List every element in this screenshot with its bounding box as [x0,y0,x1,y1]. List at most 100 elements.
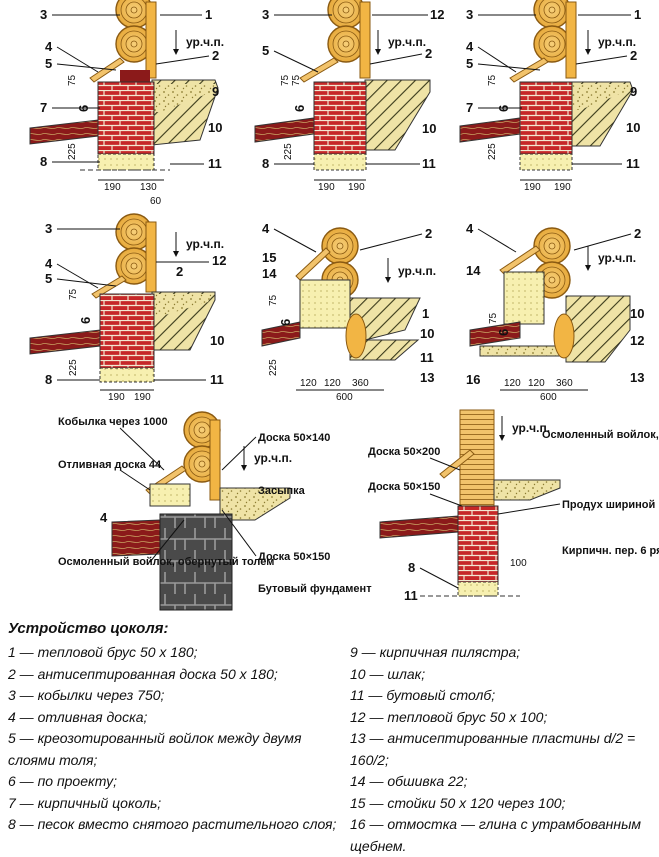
svg-text:16: 16 [466,372,480,387]
svg-text:100: 100 [510,558,527,569]
legend-item: 8 — песок вместо снятого растительного с… [8,816,337,832]
svg-text:3: 3 [40,7,47,22]
legend-item: 6 — по проекту; [8,773,118,789]
legend-item: 15 — стойки 50 х 120 через 100; [350,794,566,811]
svg-text:Доска 50×150: Доска 50×150 [368,481,440,493]
detail-f [469,227,631,363]
svg-text:15: 15 [262,250,276,265]
svg-text:600: 600 [540,392,557,403]
svg-text:75: 75 [68,288,79,300]
svg-text:2: 2 [176,264,183,279]
svg-text:ур.ч.п.: ур.ч.п. [388,35,426,49]
legend-column-left: 1 — тепловой брус 50 х 180; 2 — антисепт… [8,642,343,836]
legend-item: 16 — отмостка — глина с утрамбованным ще… [350,816,641,854]
svg-text:190: 190 [108,392,125,403]
svg-text:225: 225 [68,359,79,376]
svg-text:7: 7 [466,100,473,115]
foundation-details-drawing: 3 1 4 5 2 9 7 10 8 11 ур.ч.п. 75 6 225 1… [29,0,659,611]
legend-item: 3 — кобылки через 750; [8,687,165,703]
svg-text:10: 10 [630,306,644,321]
legend-item: 12 — тепловой брус 50 х 100; [350,708,548,725]
svg-text:Продух шириной 140: Продух шириной 140 [562,499,659,511]
svg-text:3: 3 [262,7,269,22]
svg-text:190: 190 [554,182,571,193]
detail-h [379,409,561,597]
svg-text:10: 10 [626,120,640,135]
svg-text:225: 225 [268,359,279,376]
svg-text:225: 225 [67,143,78,160]
legend-item: 10 — шлак; [350,665,426,682]
svg-text:11: 11 [208,156,222,171]
svg-text:11: 11 [210,372,224,387]
svg-text:10: 10 [208,120,222,135]
svg-text:6: 6 [76,105,91,112]
svg-text:Осмоленный войлок, обернутый т: Осмоленный войлок, обернутый толем [542,429,659,441]
svg-text:190: 190 [524,182,541,193]
svg-text:190: 190 [134,392,151,403]
svg-text:130: 130 [140,182,157,193]
svg-text:ур.ч.п.: ур.ч.п. [254,451,292,465]
svg-text:4: 4 [100,510,108,525]
legend-column-right: 9 — кирпичная пилястра; 10 — шлак; 11 — … [350,642,655,857]
svg-text:ур.ч.п.: ур.ч.п. [398,264,436,278]
detail-f-labels: 4 2 ур.ч.п. 14 10 12 16 13 75 6 120 120 … [466,221,644,403]
detail-a-labels: 3 1 4 5 2 9 7 10 8 11 ур.ч.п. 75 6 225 1… [40,7,224,207]
detail-d-labels: 3 ур.ч.п. 12 4 5 2 10 8 11 75 6 225 190 … [45,221,226,403]
svg-text:ур.ч.п.: ур.ч.п. [512,421,550,435]
detail-e-labels: 4 2 15 14 ур.ч.п. 1 10 11 13 75 6 225 12… [262,221,436,403]
detail-a [29,0,219,171]
svg-text:2: 2 [630,48,637,63]
svg-text:8: 8 [408,560,415,575]
svg-text:14: 14 [262,266,277,281]
svg-text:2: 2 [425,226,432,241]
svg-text:4: 4 [45,256,53,271]
svg-text:190: 190 [318,182,335,193]
svg-text:14: 14 [466,263,481,278]
svg-text:13: 13 [630,370,644,385]
svg-text:6: 6 [496,329,511,336]
svg-text:190: 190 [104,182,121,193]
svg-text:1: 1 [205,7,212,22]
svg-text:3: 3 [45,221,52,236]
svg-text:6: 6 [496,105,511,112]
detail-c-labels: 3 1 ур.ч.п. 4 5 2 9 7 10 11 75 6 225 190… [466,7,641,193]
legend-item: 1 — тепловой брус 50 х 180; [8,644,198,660]
svg-text:8: 8 [45,372,52,387]
legend-item: 2 — антисептированная доска 50 х 180; [8,665,278,682]
svg-text:4: 4 [262,221,270,236]
svg-text:4: 4 [466,221,474,236]
svg-text:6: 6 [78,317,93,324]
detail-b [254,0,431,171]
svg-text:11: 11 [404,588,418,603]
svg-text:Кирпичн. пер. 6 рядов кирп. на: Кирпичн. пер. 6 рядов кирп. на растворе … [562,545,659,557]
legend-item: 7 — кирпичный цоколь; [8,794,162,811]
svg-text:Доска 50×140: Доска 50×140 [258,432,330,444]
svg-text:11: 11 [420,350,434,365]
svg-text:12: 12 [430,7,444,22]
legend-item: 4 — отливная доска; [8,708,148,725]
detail-g [111,411,291,611]
svg-text:190: 190 [348,182,365,193]
svg-text:75: 75 [291,74,302,86]
svg-text:Осмоленный войлок, обернутый т: Осмоленный войлок, обернутый толем [58,556,274,568]
detail-h-labels: ур.ч.п. Осмоленный войлок, обернутый тол… [368,416,659,603]
svg-text:10: 10 [422,121,436,136]
detail-b-labels: 3 12 ур.ч.п. 5 2 10 8 11 75 75 6 225 190… [262,7,444,193]
svg-text:225: 225 [487,143,498,160]
svg-text:120: 120 [300,378,317,389]
svg-text:Кобылка через 1000: Кобылка через 1000 [58,416,168,428]
legend-item: 13 — антисептированные пластины d/2 = 16… [350,730,636,768]
svg-text:Доска 50×150: Доска 50×150 [258,551,330,563]
svg-text:ур.ч.п.: ур.ч.п. [186,237,224,251]
svg-text:75: 75 [67,74,78,86]
svg-text:75: 75 [487,74,498,86]
svg-text:Бутовый фундамент: Бутовый фундамент [258,583,372,595]
svg-text:11: 11 [422,156,436,171]
svg-text:10: 10 [210,333,224,348]
legend-item: 11 — бутовый столб; [350,687,496,703]
svg-text:10: 10 [420,326,434,341]
svg-text:5: 5 [262,43,269,58]
detail-c [459,0,634,171]
svg-text:8: 8 [40,154,47,169]
legend: Устройство цоколя: 1 — тепловой брус 50 … [0,616,659,857]
